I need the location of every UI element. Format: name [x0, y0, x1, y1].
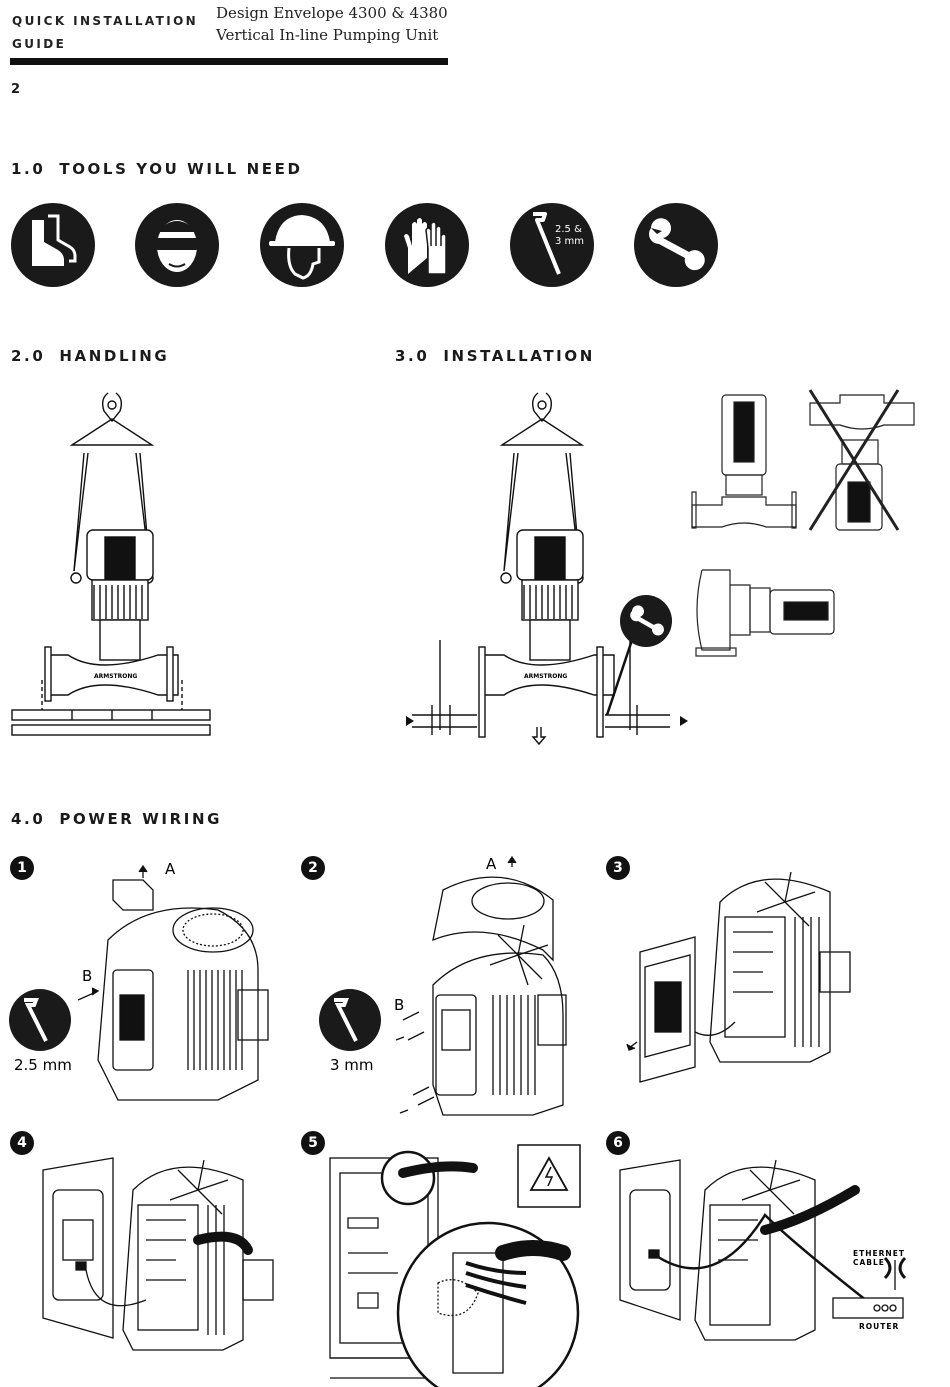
section-title: INSTALLATION: [443, 347, 595, 365]
tool-size-label: 2.5 mm: [14, 1056, 72, 1074]
step-number-3: 3: [606, 856, 630, 880]
ethernet-cable-label-line1: ETHERNET: [853, 1249, 905, 1258]
section-number: 2.0: [11, 347, 46, 365]
step-4-illustration: [42, 1157, 274, 1351]
document-title-line1: Design Envelope 4300 & 4380: [216, 4, 448, 22]
ethernet-cable-label-line2: CABLE: [853, 1258, 885, 1267]
pump-brand-label: ARMSTRONG: [524, 673, 567, 680]
guide-label-line1: QUICK INSTALLATION: [12, 14, 199, 28]
step-6-illustration: ETHERNET CABLE ROUTER: [619, 1159, 907, 1341]
label-a: A: [486, 855, 497, 873]
label-a: A: [165, 860, 176, 878]
section-number: 4.0: [11, 810, 46, 828]
router-label: ROUTER: [859, 1322, 899, 1331]
installation-illustration: ARMSTRONG: [396, 392, 688, 746]
section-heading-installation: 3.0 INSTALLATION: [395, 347, 595, 365]
pump-brand-label: ARMSTRONG: [94, 673, 137, 680]
section-heading-wiring: 4.0 POWER WIRING: [11, 810, 222, 828]
section-heading-handling: 2.0 HANDLING: [11, 347, 169, 365]
orientation-diagrams: [691, 389, 915, 657]
label-b: B: [82, 967, 92, 985]
document-title: Design Envelope 4300 & 4380 Vertical In-…: [216, 2, 448, 46]
gloves-icon: [385, 203, 469, 287]
wrench-icon: [634, 203, 718, 287]
guide-label: QUICK INSTALLATION GUIDE: [12, 10, 198, 56]
header-rule: [10, 58, 448, 65]
allen-key-size-line2: 3 mm: [555, 236, 584, 247]
section-number: 3.0: [395, 347, 430, 365]
section-title: POWER WIRING: [59, 810, 223, 828]
section-title: HANDLING: [59, 347, 170, 365]
step-1-illustration: A B 2.5 mm: [9, 860, 269, 1101]
step-number-5: 5: [301, 1131, 325, 1155]
page-number: 2: [11, 82, 21, 97]
tool-size-label: 3 mm: [330, 1056, 374, 1074]
section-number: 1.0: [11, 160, 46, 178]
hard-hat-icon: [260, 203, 344, 287]
allen-key-icon: 2.5 & 3 mm: [510, 203, 594, 287]
step-number-1: 1: [10, 856, 34, 880]
step-number-6: 6: [606, 1131, 630, 1155]
allen-key-size-line1: 2.5 &: [555, 224, 582, 235]
guide-label-line2: GUIDE: [12, 37, 67, 51]
handling-illustration: ARMSTRONG: [11, 392, 211, 736]
step-5-illustration: [329, 1144, 581, 1387]
safety-glasses-icon: [135, 203, 219, 287]
step-number-2: 2: [301, 856, 325, 880]
document-title-line2: Vertical In-line Pumping Unit: [216, 26, 439, 44]
step-3-illustration: [626, 871, 851, 1083]
step-number-4: 4: [10, 1131, 34, 1155]
label-b: B: [394, 996, 404, 1014]
safety-boots-icon: [11, 203, 95, 287]
section-heading-tools: 1.0 TOOLS YOU WILL NEED: [11, 160, 303, 178]
step-2-illustration: A B 3 mm: [319, 855, 567, 1116]
section-title: TOOLS YOU WILL NEED: [59, 160, 303, 178]
